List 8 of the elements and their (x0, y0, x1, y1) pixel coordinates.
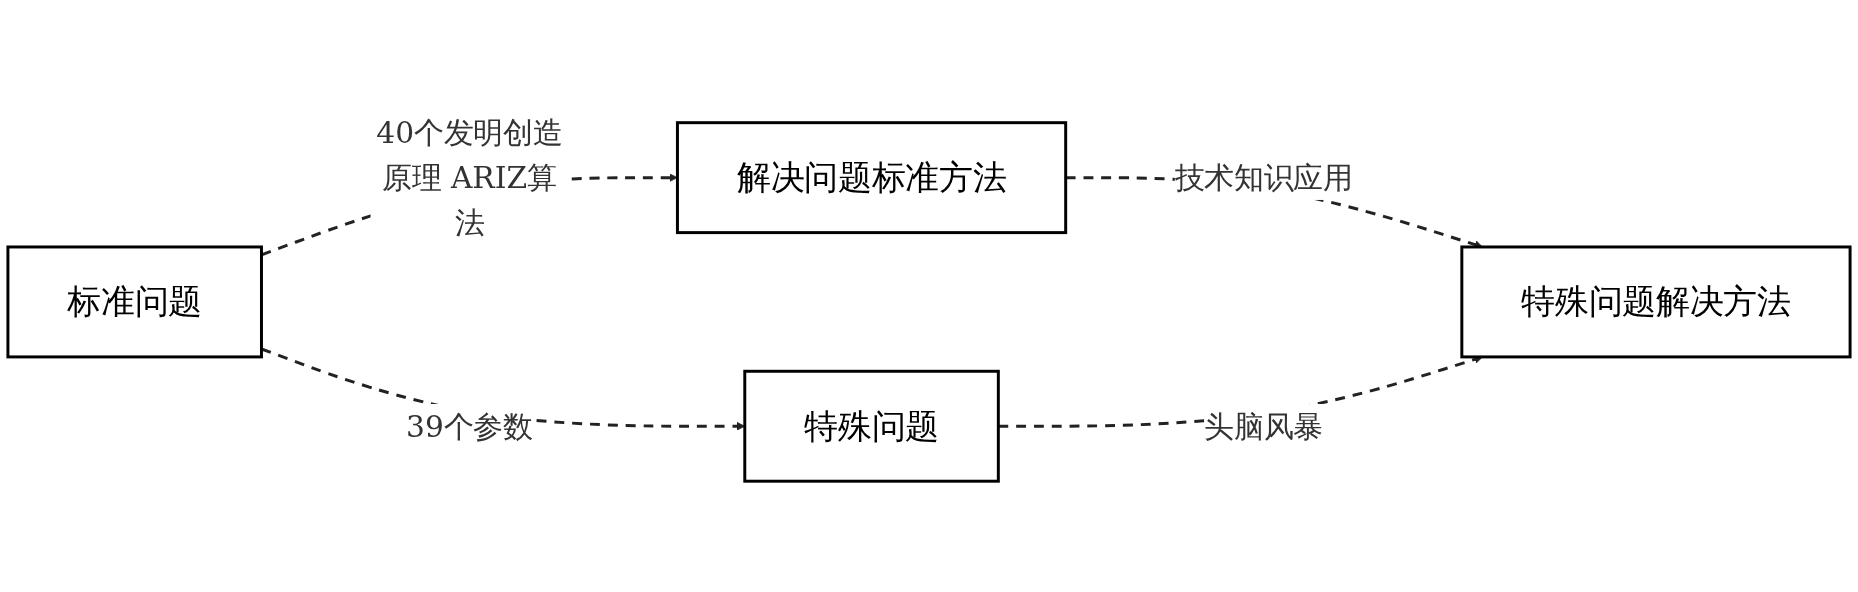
edge-label: 头脑风暴 (1204, 408, 1324, 444)
node-box: 标准问题 (6, 245, 263, 359)
node-box: 解决问题标准方法 (675, 121, 1068, 235)
node-box: 特殊问题 (743, 369, 1000, 483)
node-box: 特殊问题解决方法 (1460, 245, 1852, 359)
edge-label: 技术知识应用 (1174, 160, 1353, 195)
edge-label: 39个参数 (405, 408, 533, 444)
edge-label: 40个发明创造原理 ARIZ算法 (376, 115, 563, 240)
